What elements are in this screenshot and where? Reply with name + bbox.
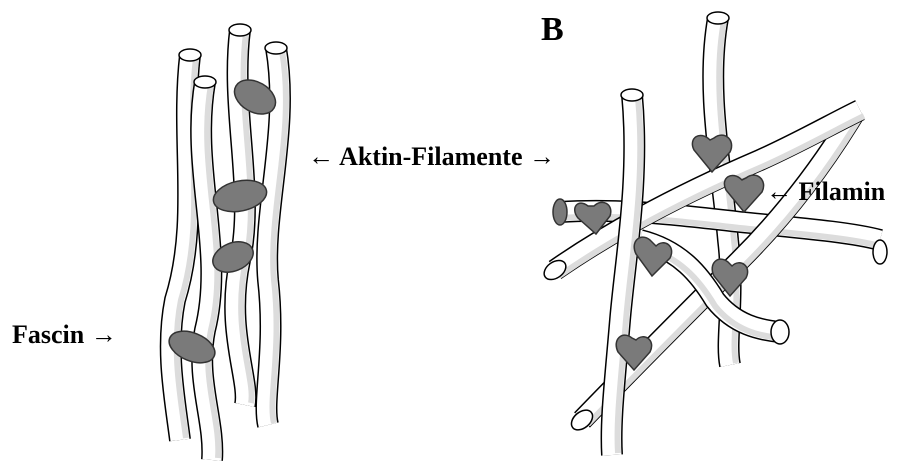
panel-b-filamin-network bbox=[541, 12, 887, 455]
panel-a-fascin-bundle bbox=[165, 24, 287, 460]
panel-b-letter: B bbox=[541, 11, 564, 48]
filamin-protein bbox=[634, 237, 671, 276]
filamin-label: ← Filamin bbox=[766, 177, 886, 206]
aktin-filamente-label: ← Aktin-Filamente → bbox=[308, 142, 555, 171]
fascin-label: Fascin → bbox=[12, 320, 117, 349]
actin-filament bbox=[612, 89, 643, 455]
filament-cut-end bbox=[553, 199, 567, 225]
